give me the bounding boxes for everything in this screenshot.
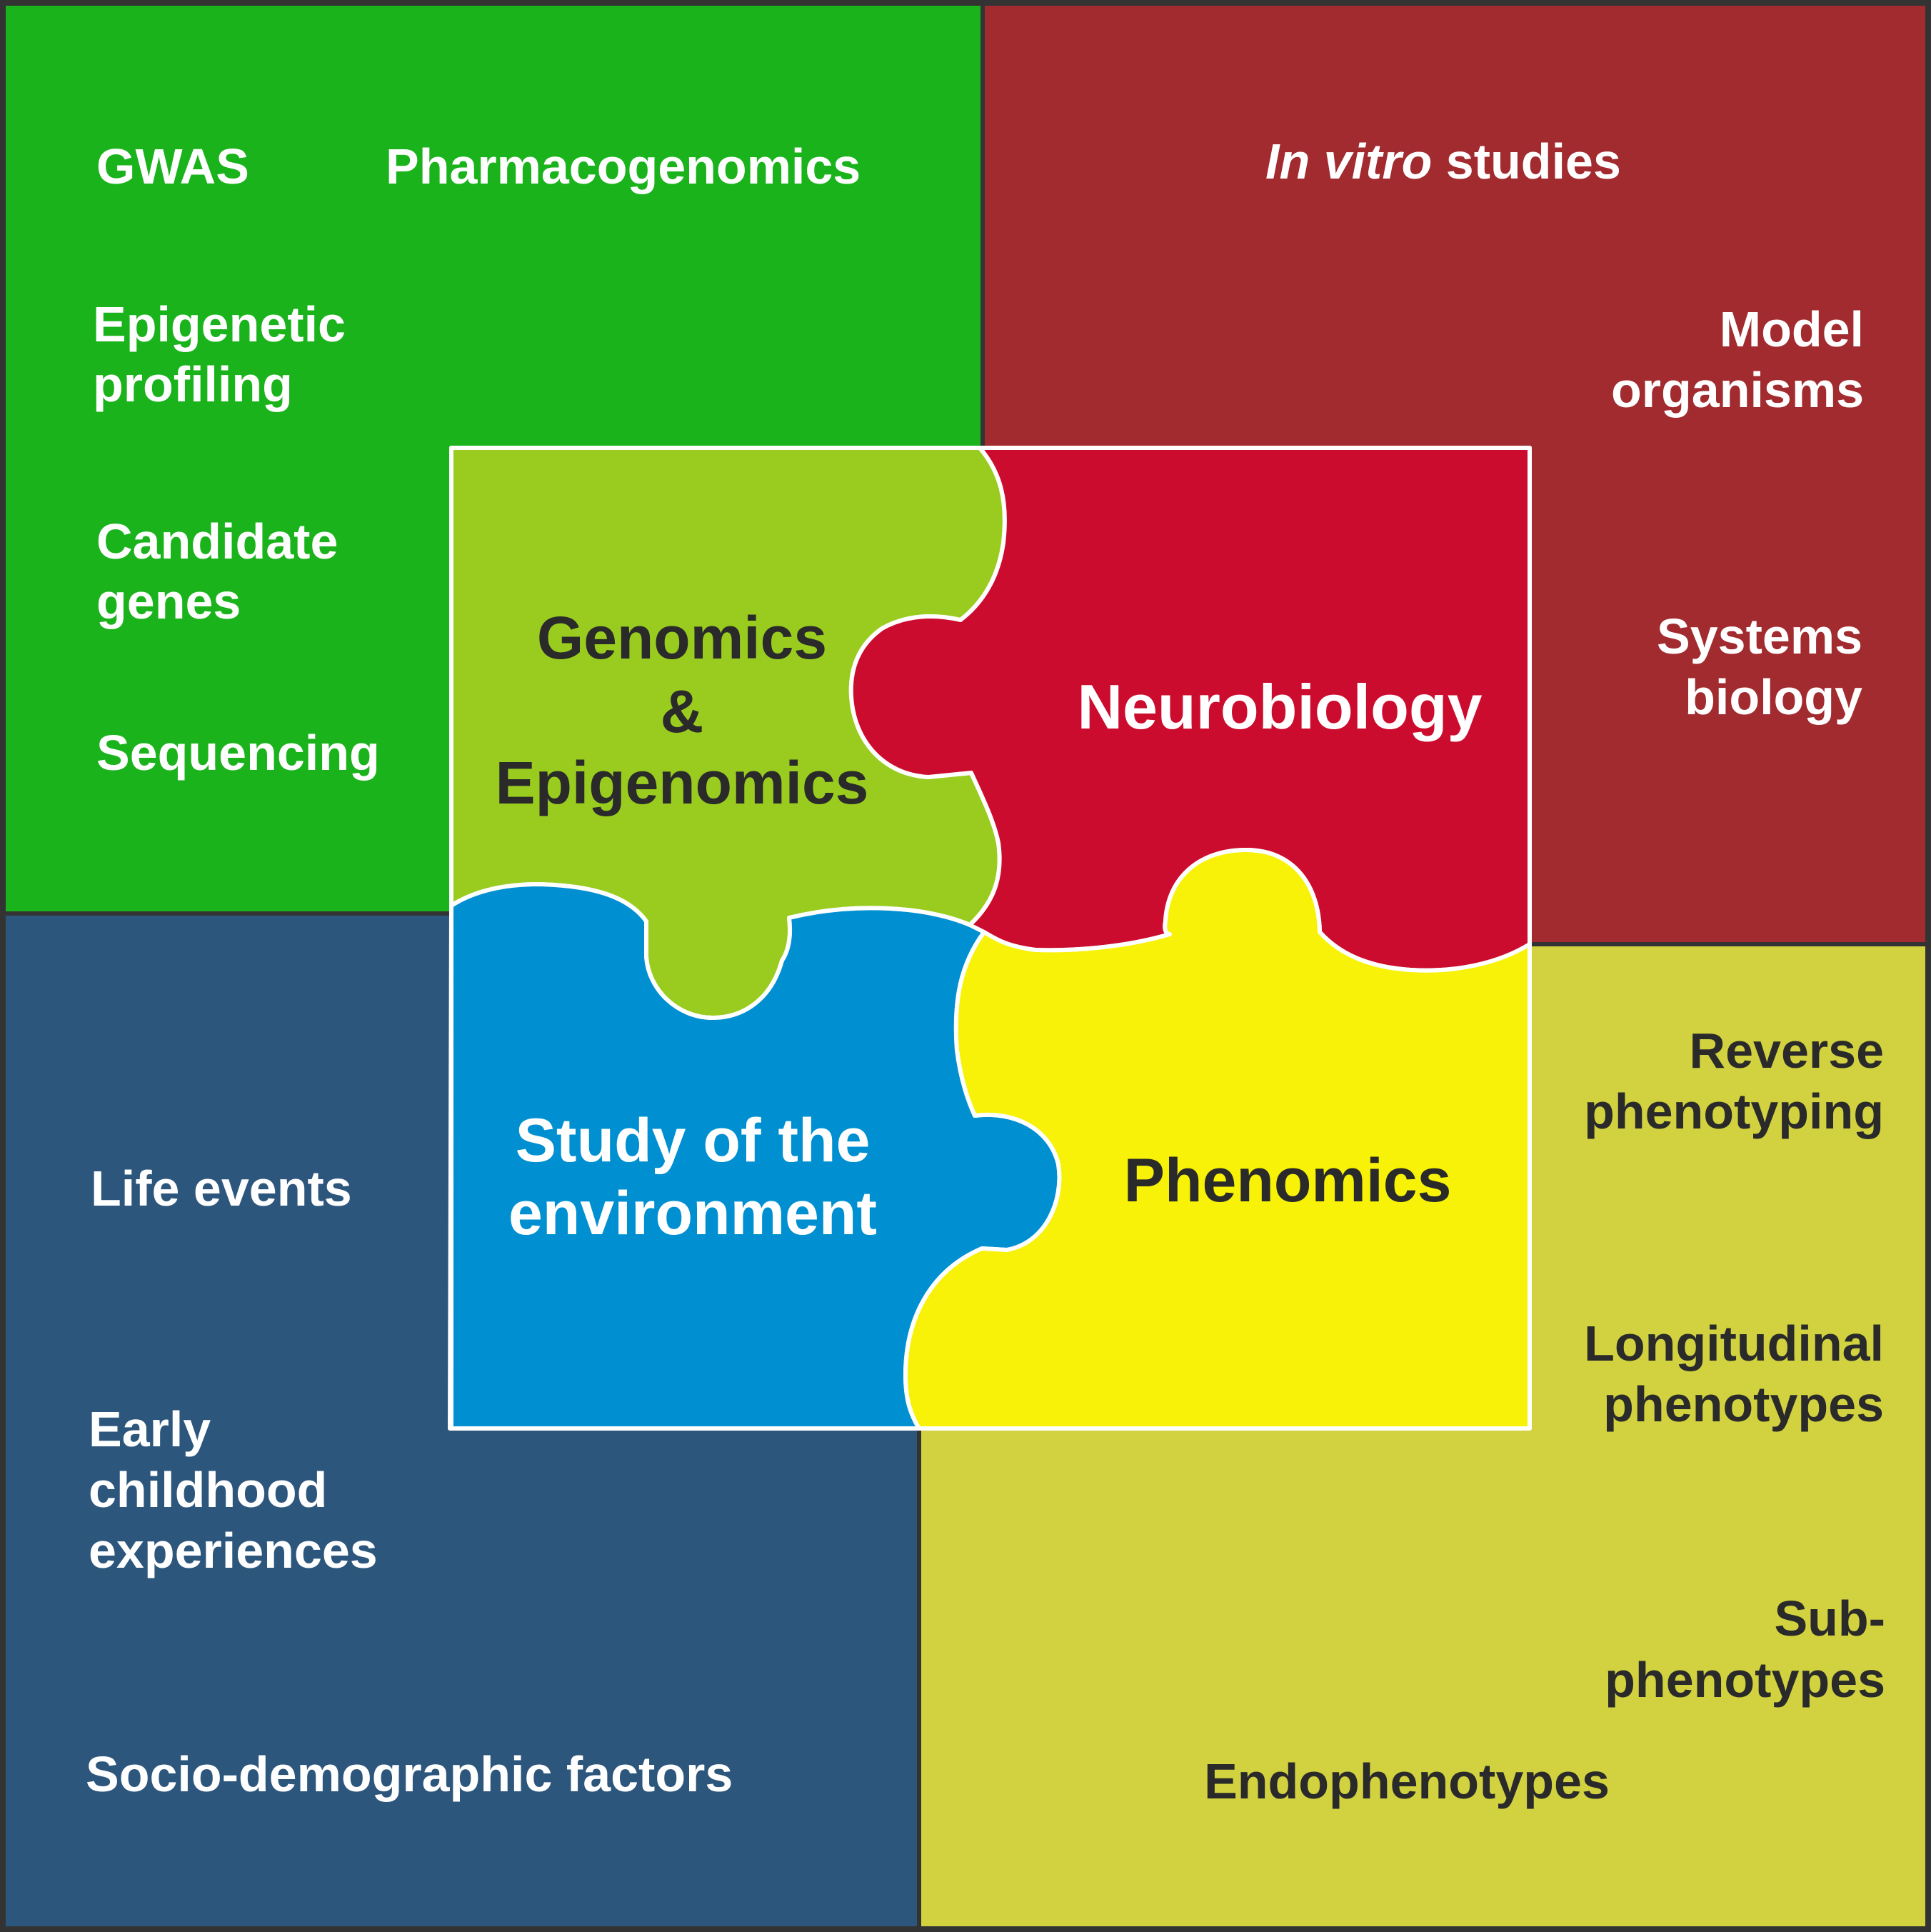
item-early-line2: childhood: [89, 1462, 327, 1518]
item-reverse-line2: phenotyping: [1584, 1083, 1884, 1139]
item-life-events: Life events: [91, 1161, 352, 1216]
phenomics-piece-label: Phenomics: [1124, 1146, 1452, 1215]
item-early-line1: Early: [89, 1401, 211, 1457]
item-gwas: GWAS: [96, 139, 249, 194]
item-epigenetic-line2: profiling: [93, 356, 293, 412]
item-sub-line1: Sub-: [1774, 1591, 1885, 1646]
item-longitudinal-line1: Longitudinal: [1584, 1316, 1884, 1371]
genomics-items: GWAS Pharmacogenomics Epigenetic profili…: [93, 139, 861, 781]
piece-labels: Genomics & Epigenomics Neurobiology Stud…: [496, 604, 1483, 1248]
genomics-piece-label-line1: Genomics: [537, 604, 827, 671]
quadrant-dividers: [3, 3, 1928, 1929]
item-reverse-line1: Reverse: [1690, 1023, 1884, 1078]
item-model-line2: organisms: [1611, 362, 1864, 418]
item-systems-line1: Systems: [1657, 609, 1862, 664]
item-model-line1: Model: [1720, 301, 1864, 357]
item-candidate-line2: genes: [96, 574, 241, 629]
puzzle: [448, 446, 1532, 1431]
item-epigenetic-line1: Epigenetic: [93, 296, 346, 352]
item-pharmacogenomics: Pharmacogenomics: [386, 139, 861, 194]
item-longitudinal-line2: phenotypes: [1603, 1376, 1884, 1432]
item-sub-line2: phenotypes: [1605, 1652, 1885, 1708]
environment-items: Life events Early childhood experiences …: [86, 1161, 733, 1802]
genomics-piece-label-line2: &: [661, 678, 704, 745]
environment-piece-label-line1: Study of the: [516, 1106, 871, 1175]
genomics-piece-label-line3: Epigenomics: [496, 749, 869, 816]
neurobiology-piece-label: Neurobiology: [1077, 671, 1482, 742]
item-in-vitro-studies: In vitro studies: [1265, 134, 1621, 189]
item-in-vitro-italic: In vitro: [1265, 134, 1432, 189]
item-socio-demographic: Socio-demographic factors: [86, 1746, 733, 1802]
phenomics-items: Reverse phenotyping Longitudinal phenoty…: [1204, 1023, 1885, 1809]
phenomics-piece: [903, 848, 1532, 1431]
puzzle-border: [449, 446, 1532, 1431]
item-early-line3: experiences: [89, 1523, 378, 1578]
environment-piece-label-line2: environment: [508, 1179, 877, 1248]
item-systems-line2: biology: [1685, 669, 1862, 725]
item-candidate-line1: Candidate: [96, 514, 338, 569]
item-in-vitro-rest: studies: [1432, 134, 1621, 189]
neurobiology-items: In vitro studies Model organisms Systems…: [1265, 134, 1864, 725]
item-sequencing: Sequencing: [96, 725, 380, 781]
item-endophenotypes: Endophenotypes: [1204, 1753, 1610, 1809]
